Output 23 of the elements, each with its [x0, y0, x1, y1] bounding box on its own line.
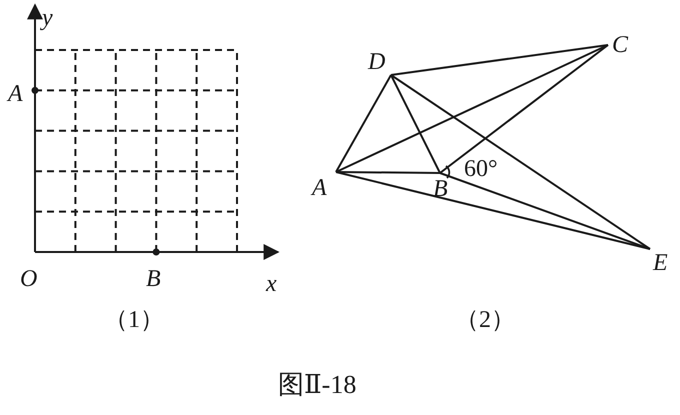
subfigure-label: （1）	[104, 308, 164, 332]
line-segment	[336, 171, 440, 174]
point-label: B	[433, 177, 451, 201]
origin-label: O	[20, 267, 38, 291]
point-label: A	[312, 176, 332, 200]
point-label: E	[653, 251, 673, 275]
point-label: B	[146, 267, 161, 291]
line-segment	[390, 74, 441, 174]
axis-label: y	[42, 6, 53, 30]
subfigure-label: （2）	[455, 308, 515, 332]
axis-label: x	[266, 272, 277, 296]
line-segment	[390, 74, 651, 250]
point-label: C	[612, 33, 634, 57]
point-label: A	[8, 82, 23, 106]
line-segment	[440, 172, 650, 250]
figure-caption: 图Ⅱ-18	[278, 372, 356, 398]
line-segment	[336, 171, 650, 250]
line-segment	[439, 44, 609, 174]
angle-label: 60°	[464, 157, 498, 181]
line-segment	[335, 74, 392, 172]
line-segment	[390, 44, 608, 76]
point-label: D	[368, 50, 391, 74]
line-segment	[336, 44, 608, 173]
